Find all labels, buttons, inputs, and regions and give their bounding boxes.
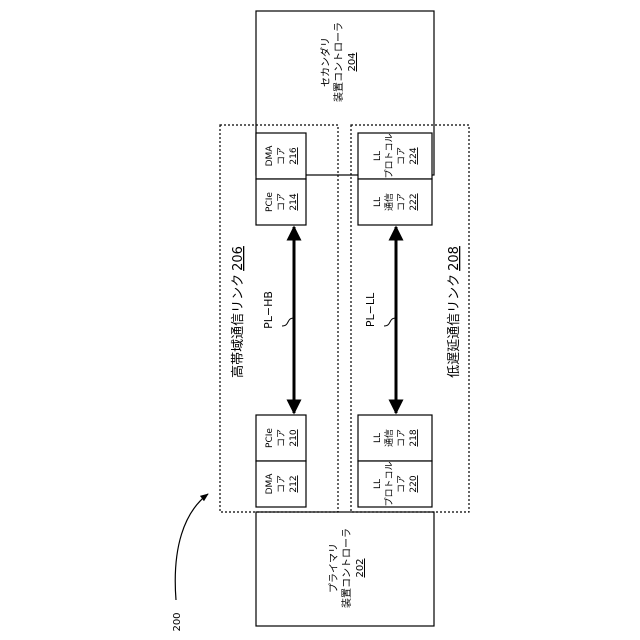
primary-controller-name2: 装置コントローラ xyxy=(340,528,353,608)
ll-core-222-ref: 222 xyxy=(409,193,419,210)
ll-link-label: 低遅延通信リンク 208 xyxy=(447,246,462,378)
ll-core-220-box xyxy=(358,461,432,507)
figure-ref-text: 200 xyxy=(172,612,183,631)
ll-link-ref: 208 xyxy=(447,246,462,271)
pcie-core-210-ref: 210 xyxy=(289,429,299,446)
pcie-core-210-l2: コア xyxy=(277,429,287,447)
primary-controller-label: プライマリ 装置コントローラ 202 xyxy=(328,528,366,608)
pcie-core-214-l1: PCIe xyxy=(265,192,275,212)
hb-link-ref: 206 xyxy=(231,246,246,271)
primary-controller-ref: 202 xyxy=(355,558,366,577)
dma-core-216-l2: コア xyxy=(277,147,287,165)
pcie-core-210: PCIe コア 210 xyxy=(265,428,299,448)
ll-core-222-l3: コア xyxy=(397,193,407,211)
svg-text:低遅延通信リンク208: 低遅延通信リンク 208 xyxy=(447,246,462,378)
ll-core-218-l2: 通信 xyxy=(383,429,395,447)
ll-core-224-l2: プロトコル xyxy=(384,133,395,178)
dma-core-212-ref: 212 xyxy=(289,475,299,492)
pl-hb-leader xyxy=(282,318,294,326)
ll-core-222-box xyxy=(358,179,432,225)
figure-ref-label: 200 xyxy=(172,612,183,631)
dma-core-216-ref: 216 xyxy=(289,147,299,164)
hb-link-label: 高帯域通信リンク 206 xyxy=(230,246,246,378)
secondary-controller-name2: 装置コントローラ xyxy=(332,22,345,102)
ll-link-text: 低遅延通信リンク xyxy=(447,274,462,378)
svg-text:高帯域通信リンク206: 高帯域通信リンク 206 xyxy=(230,246,246,378)
pl-ll-leader xyxy=(384,318,396,326)
ll-core-218-ref: 218 xyxy=(409,429,419,446)
pl-hb-label: PL−HB xyxy=(262,291,275,329)
pl-ll-label: PL−LL xyxy=(364,292,377,327)
ll-core-222-l2: 通信 xyxy=(383,193,395,211)
ll-core-222-l1: LL xyxy=(373,197,383,207)
ll-core-224-box xyxy=(358,133,432,179)
pcie-core-214-l2: コア xyxy=(277,193,287,211)
dma-core-216-l1: DMA xyxy=(265,145,275,167)
secondary-controller-name: セカンダリ xyxy=(319,37,332,87)
ll-core-218-l3: コア xyxy=(397,429,407,447)
ll-core-220-ref: 220 xyxy=(409,475,419,492)
ll-core-224-ref: 224 xyxy=(409,147,419,164)
ll-core-220-l2: プロトコル xyxy=(384,461,395,506)
pl-ll-text: PL−LL xyxy=(364,292,377,327)
dma-core-212-l1: DMA xyxy=(265,473,275,495)
dma-core-212: DMA コア 212 xyxy=(265,473,299,495)
hb-link-text: 高帯域通信リンク xyxy=(230,274,246,378)
pl-hb-text: PL−HB xyxy=(262,291,275,329)
ll-core-220-l3: コア xyxy=(397,475,407,493)
figure-ref-pointer xyxy=(175,494,208,600)
dma-core-216: DMA コア 216 xyxy=(265,145,299,167)
primary-controller-name: プライマリ xyxy=(328,543,340,593)
ll-core-218-l1: LL xyxy=(373,433,383,443)
secondary-controller-label: セカンダリ 装置コントローラ 204 xyxy=(319,22,358,102)
pcie-core-214: PCIe コア 214 xyxy=(265,192,299,212)
pcie-core-214-ref: 214 xyxy=(289,193,299,210)
ll-core-220-l1: LL xyxy=(373,479,383,489)
ll-core-224-l3: コア xyxy=(397,147,407,165)
dma-core-212-l2: コア xyxy=(277,475,287,493)
ll-core-218-box xyxy=(358,415,432,461)
ll-core-224-l1: LL xyxy=(373,151,383,161)
secondary-controller-ref: 204 xyxy=(347,52,358,71)
pcie-core-210-l1: PCIe xyxy=(265,428,275,448)
